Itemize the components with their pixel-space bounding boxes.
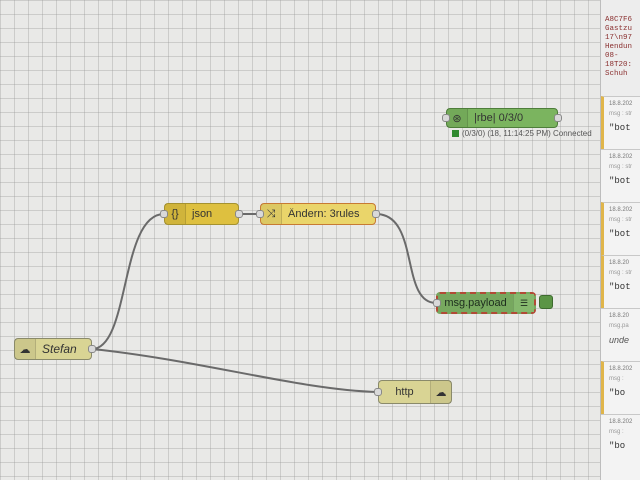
message-meta: msg : str xyxy=(609,270,633,276)
node-label: http xyxy=(395,386,414,398)
message-date: 18.8.202 xyxy=(609,419,633,425)
message-meta: msg : xyxy=(609,429,624,435)
json-node[interactable]: {} json xyxy=(160,203,243,225)
list-icon: ☰ xyxy=(513,294,534,312)
output-port[interactable] xyxy=(88,345,96,353)
message-meta: msg : str xyxy=(609,164,633,170)
input-port[interactable] xyxy=(160,210,168,218)
message-meta: msg : str xyxy=(609,111,633,117)
message-value: "bot xyxy=(609,123,631,133)
message-date: 18.8.202 xyxy=(609,366,633,372)
message-meta: msg : xyxy=(609,376,624,382)
node-label: Stefan xyxy=(42,342,77,356)
output-port[interactable] xyxy=(372,210,380,218)
wire-stefan-json[interactable] xyxy=(91,213,165,350)
http-node[interactable]: http ☁ xyxy=(374,380,452,404)
message-meta: msg : str xyxy=(609,217,633,223)
node-label: json xyxy=(192,208,213,220)
message-value: unde xyxy=(609,335,630,345)
flow-wires xyxy=(91,213,437,393)
shuffle-icon: ⤨ xyxy=(261,204,282,224)
node-status: (0/3/0) (18, 11:14:25 PM) Connected xyxy=(452,129,592,138)
status-text: (0/3/0) (18, 11:14:25 PM) Connected xyxy=(462,129,592,138)
message-date: 18.8.202 xyxy=(609,207,633,213)
output-port[interactable] xyxy=(235,210,243,218)
message-value: "bot xyxy=(609,229,631,239)
flow-workspace[interactable]: ☁ Stefan {} json ⤨ Ändern: 3rules http ☁… xyxy=(0,0,600,480)
cloud-icon: ☁ xyxy=(430,381,451,403)
change-node[interactable]: ⤨ Ändern: 3rules xyxy=(256,203,380,225)
debug-sidebar[interactable]: A8C7F6 Gastzu 17\n97 Hendun 08- 18T20: S… xyxy=(600,0,640,480)
rbe-node[interactable]: ⊛ |rbe| 0/3/0 xyxy=(442,108,562,128)
wire-stefan-http[interactable] xyxy=(91,348,379,393)
message-value: "bo xyxy=(609,441,626,451)
message-value: "bot xyxy=(609,282,631,292)
message-date: 18.8.202 xyxy=(609,154,633,160)
debug-message[interactable]: 18.8.202 msg : "bo xyxy=(601,414,640,480)
message-date: 18.8.20 xyxy=(609,260,630,266)
debug-toggle-button[interactable] xyxy=(539,295,553,309)
node-label: |rbe| 0/3/0 xyxy=(474,112,524,124)
debug-node[interactable]: msg.payload ☰ xyxy=(433,292,536,314)
output-port[interactable] xyxy=(554,114,562,122)
message-date: 18.8.202 xyxy=(609,101,633,107)
message-date: 18.8.20 xyxy=(609,313,630,319)
cloud-icon: ☁ xyxy=(15,339,36,359)
rbe-icon: ⊛ xyxy=(447,109,468,127)
node-label: msg.payload xyxy=(444,297,507,309)
node-label: Ändern: 3rules xyxy=(288,208,360,220)
braces-icon: {} xyxy=(165,204,186,224)
inject-node-stefan[interactable]: ☁ Stefan xyxy=(14,338,96,360)
input-port[interactable] xyxy=(374,388,382,396)
wire-change-debug[interactable] xyxy=(375,213,437,304)
input-port[interactable] xyxy=(256,210,264,218)
input-port[interactable] xyxy=(442,114,450,122)
message-meta: msg.pa xyxy=(609,323,629,329)
message-value: "bot xyxy=(609,176,631,186)
message-raw-text: A8C7F6 Gastzu 17\n97 Hendun 08- 18T20: S… xyxy=(605,16,633,78)
input-port[interactable] xyxy=(433,299,441,307)
message-value: "bo xyxy=(609,388,626,398)
status-dot-icon xyxy=(452,130,459,137)
